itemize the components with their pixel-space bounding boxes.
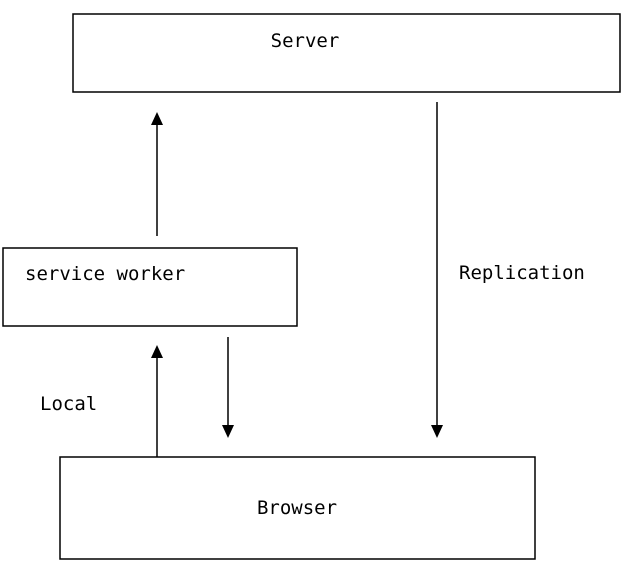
arrow-service-worker-to-browser [222, 337, 234, 438]
service-worker-label: service worker [25, 263, 185, 285]
arrow-down-head [431, 425, 443, 438]
service-worker-box [2, 247, 298, 327]
server-box [72, 13, 621, 93]
browser-label: Browser [257, 497, 337, 519]
browser-box [59, 456, 536, 560]
arrow-browser-to-service-worker [151, 345, 163, 457]
server-node: Server [72, 13, 621, 93]
local-label: Local [40, 393, 97, 415]
replication-label: Replication [459, 262, 585, 284]
arrow-up-head [151, 345, 163, 358]
arrow-down-head [222, 425, 234, 438]
service-worker-node: service worker [2, 247, 298, 327]
arrow-service-worker-to-server [151, 112, 163, 236]
arrow-server-to-browser [431, 102, 443, 438]
arrow-up-head [151, 112, 163, 125]
browser-node: Browser [59, 456, 536, 560]
server-label: Server [271, 30, 340, 52]
